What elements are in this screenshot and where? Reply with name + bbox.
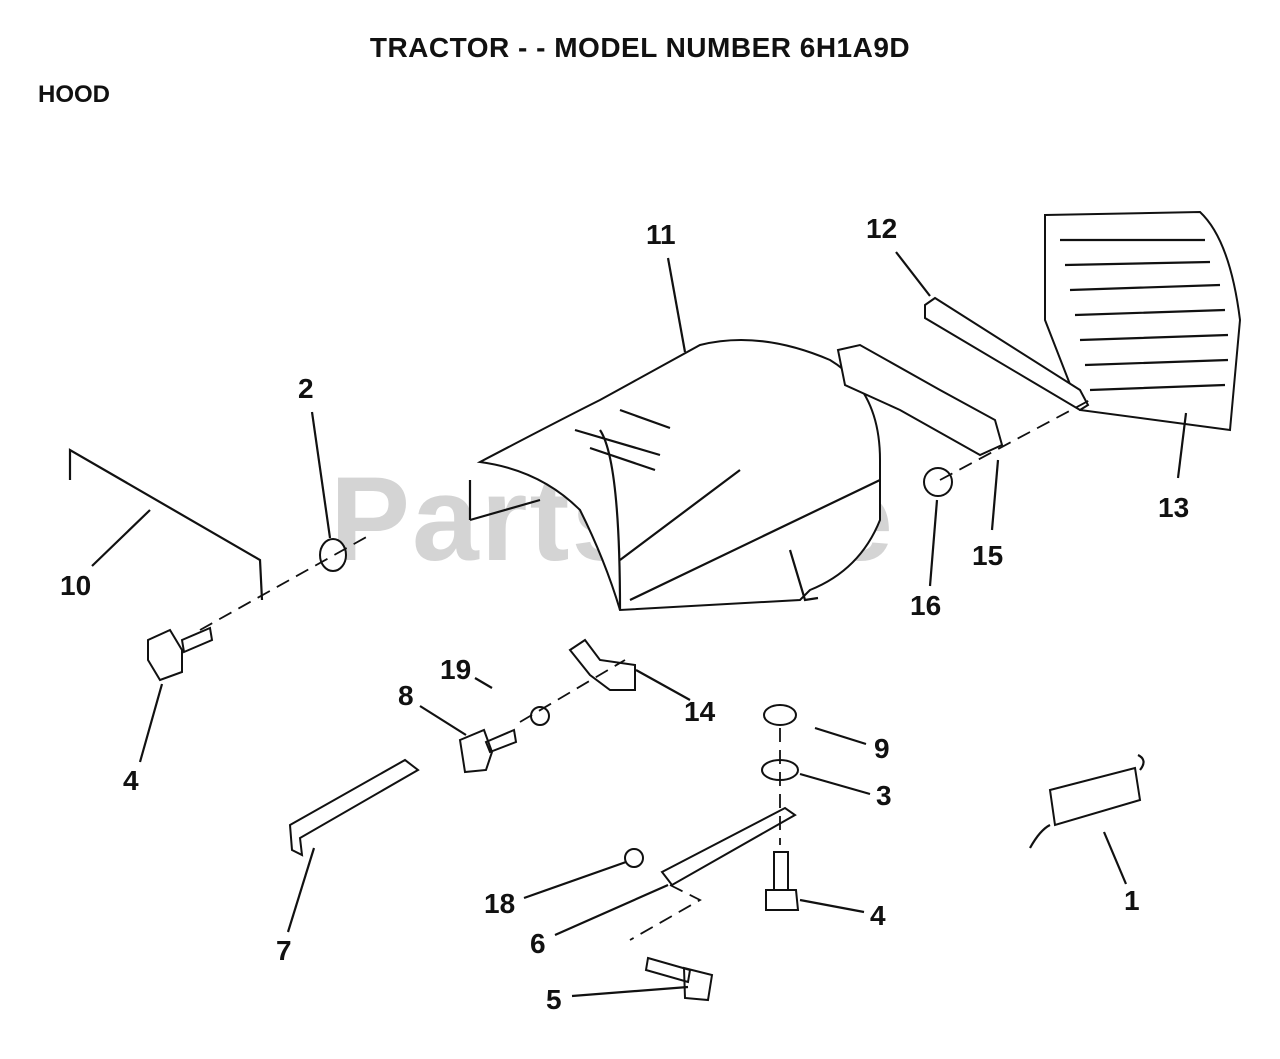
callout-label: 4 [870,900,886,931]
bolt-part [458,728,518,774]
assembly-line [199,534,371,631]
callout-label: 14 [684,696,716,727]
hood-clip-part [568,638,636,691]
section-title: HOOD [38,81,110,108]
leader-line [286,847,316,933]
grille-part [1044,210,1242,432]
pivot-bolt-part [644,956,714,1002]
callout-label: 16 [910,590,942,621]
leader-line [814,726,867,746]
callout-label: 8 [398,680,414,711]
flat-washer-part [624,848,644,868]
callout-label: 3 [876,780,892,811]
leader-line [1176,412,1188,479]
callout-label: 11 [646,219,676,250]
diagram-title: TRACTOR - - MODEL NUMBER 6H1A9D [369,32,911,63]
grille-gasket-part [924,296,1090,412]
shoulder-bolt-part [147,626,214,682]
leader-line [523,860,627,900]
leader-line [799,772,871,796]
hex-bolt-part [765,851,800,911]
callout-label: 7 [276,935,292,966]
leader-line [474,677,493,689]
support-arm-part [288,758,420,857]
hood-bracket-part [836,343,1004,457]
leader-line [799,898,865,914]
assembly-line [629,884,702,941]
callout-label: 13 [1158,492,1190,523]
nut-part [923,467,953,497]
hood-part [468,339,881,612]
assembly-line [939,399,1091,481]
leader-line [554,883,669,937]
hood-rod-part [68,448,264,601]
callout-label: 5 [546,984,562,1015]
spacer-part [319,538,347,572]
callout-label: 6 [530,928,546,959]
callout-label: 18 [484,888,516,919]
leader-line [895,251,931,297]
leader-line [571,985,689,998]
leader-line [138,683,164,763]
leader-line [419,705,467,736]
hood-arm-part [660,806,797,887]
callout-label: 1 [1124,885,1140,916]
callout-label: 10 [60,570,92,601]
callout-label: 15 [972,540,1004,571]
leader-line [666,257,687,353]
callout-label: 9 [874,733,890,764]
bushing-part [763,704,797,726]
leader-line [928,499,939,587]
leader-line [310,411,332,539]
assembly-line [519,659,626,723]
callout-label: 12 [866,213,898,244]
spring-part [1048,766,1142,827]
callout-label: 19 [440,654,472,685]
leader-line [91,509,151,567]
leader-line [1102,831,1128,885]
callout-label: 2 [298,373,314,404]
callout-label: 4 [123,765,139,796]
leader-line [990,459,1000,531]
leader-line [635,669,691,701]
